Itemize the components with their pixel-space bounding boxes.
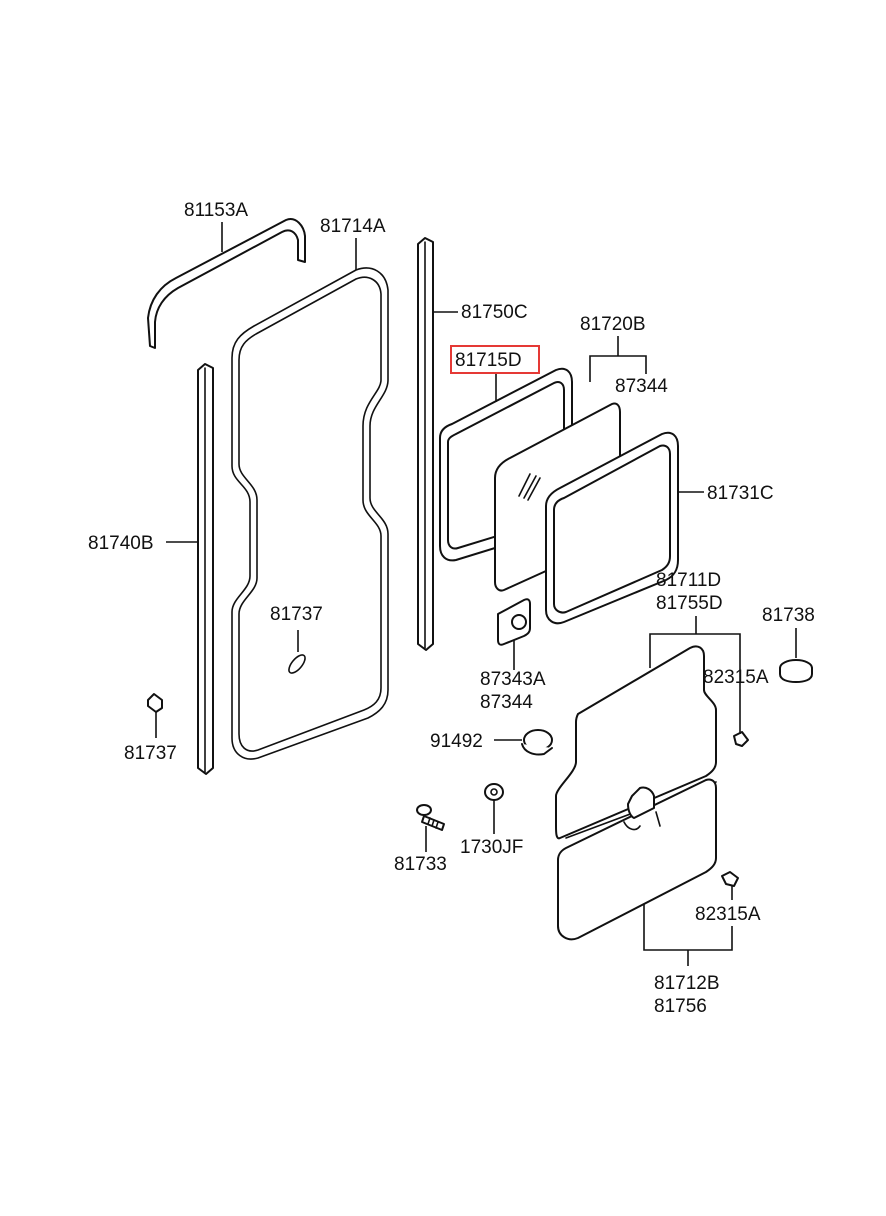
callout-81756: 81756 — [654, 996, 707, 1017]
callout-81733: 81733 — [394, 854, 447, 875]
callout-81153a: 81153A — [184, 200, 248, 221]
callout-82315a-bottom: 82315A — [695, 904, 761, 925]
part-81733-screw — [416, 804, 445, 831]
part-82315a-clip-bottom — [721, 871, 739, 887]
leader-lines — [155, 222, 797, 966]
part-81731c-glass-seal — [545, 431, 679, 625]
callout-81738: 81738 — [762, 605, 815, 626]
callout-81720b: 81720B — [580, 314, 646, 335]
callout-81711d: 81711D — [656, 570, 721, 591]
callout-81714a: 81714A — [320, 216, 386, 237]
callout-81750c: 81750C — [461, 302, 528, 323]
highlight-box-81715d — [450, 345, 540, 374]
callout-1730jf: 1730JF — [460, 837, 523, 858]
part-81712b-lower-trim-panel — [557, 778, 717, 941]
callout-81731c: 81731C — [707, 483, 774, 504]
part-door-handle — [623, 786, 661, 831]
part-81714a-door-seal — [231, 267, 389, 760]
part-81153a-roof-molding — [147, 218, 306, 349]
part-81738-plug — [779, 659, 813, 683]
callout-81755d: 81755D — [656, 593, 723, 614]
callout-81737-center: 81737 — [270, 604, 323, 625]
part-91492-cap — [521, 729, 553, 756]
callout-82315a-top: 82315A — [703, 667, 769, 688]
callout-81740b: 81740B — [88, 533, 154, 554]
part-81740b-vertical-strip — [197, 363, 214, 775]
part-1730jf-washer — [484, 783, 504, 801]
part-87343a-latch-plate — [497, 598, 531, 646]
callout-81737-left: 81737 — [124, 743, 177, 764]
part-82315a-clip-top — [733, 731, 749, 747]
callout-87344-top: 87344 — [615, 376, 668, 397]
callout-87344-mid: 87344 — [480, 692, 533, 713]
callout-81712b: 81712B — [654, 973, 720, 994]
callout-87343a: 87343A — [480, 669, 546, 690]
callout-81715d: 81715D — [455, 350, 522, 371]
part-81750c-channel-strip — [417, 237, 434, 651]
callout-91492: 91492 — [430, 731, 483, 752]
part-81737-clip — [147, 693, 163, 713]
